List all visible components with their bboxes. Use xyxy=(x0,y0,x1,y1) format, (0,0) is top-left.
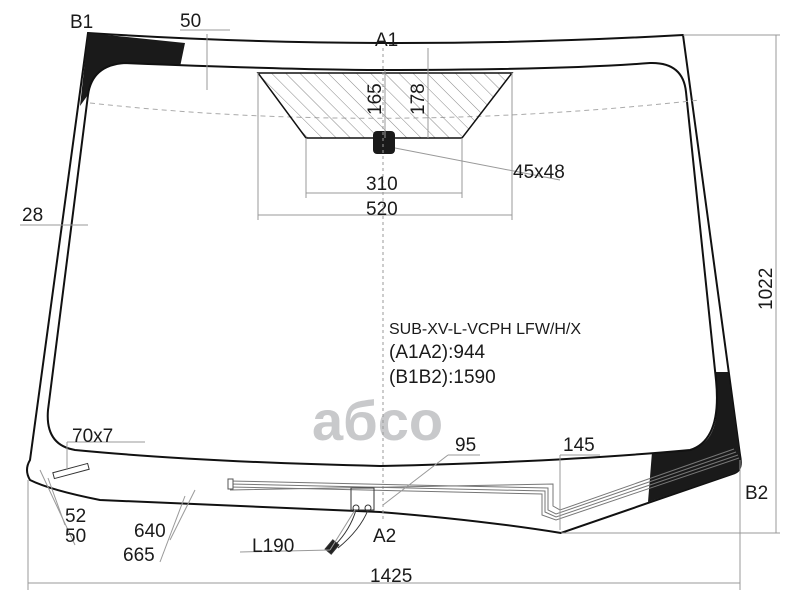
dim-camera-size: 45x48 xyxy=(513,162,565,183)
dim-shade-165: 165 xyxy=(365,83,386,115)
dim-height: 1022 xyxy=(756,268,777,310)
label-a2: A2 xyxy=(373,526,396,547)
frit-corner-b1 xyxy=(80,33,185,106)
dim-wire-length: L190 xyxy=(252,536,294,557)
visible-area-outline xyxy=(46,61,718,468)
dim-shade-178: 178 xyxy=(408,83,429,115)
dim-top-band: 50 xyxy=(180,11,201,32)
dim-shade-inner-width: 310 xyxy=(366,174,398,195)
label-b1: B1 xyxy=(70,12,93,33)
dimension-lines xyxy=(20,29,780,590)
wire-end xyxy=(227,478,234,490)
dim-665: 665 xyxy=(123,545,155,566)
connector xyxy=(324,487,375,555)
heating-wires xyxy=(229,448,740,521)
dim-640: 640 xyxy=(134,521,166,542)
label-b2: B2 xyxy=(745,483,768,504)
dim-bottom-95: 95 xyxy=(455,435,476,456)
dim-50: 50 xyxy=(65,526,86,547)
bracket xyxy=(52,462,90,480)
label-a1: A1 xyxy=(375,30,398,51)
watermark-logo: aбco xyxy=(312,389,443,452)
a1a2-length: (A1A2):944 xyxy=(389,342,486,363)
dim-bottom-145: 145 xyxy=(563,435,595,456)
dim-bracket: 70x7 xyxy=(72,426,113,447)
dim-52: 52 xyxy=(65,506,86,527)
b1b2-length: (B1B2):1590 xyxy=(389,367,496,388)
dim-width: 1425 xyxy=(370,566,412,587)
camera-mount xyxy=(373,131,395,154)
dim-shade-outer-width: 520 xyxy=(366,199,398,220)
part-code: SUB-XV-L-VCPH LFW/H/X xyxy=(389,321,581,338)
dim-side-band: 28 xyxy=(22,205,43,226)
